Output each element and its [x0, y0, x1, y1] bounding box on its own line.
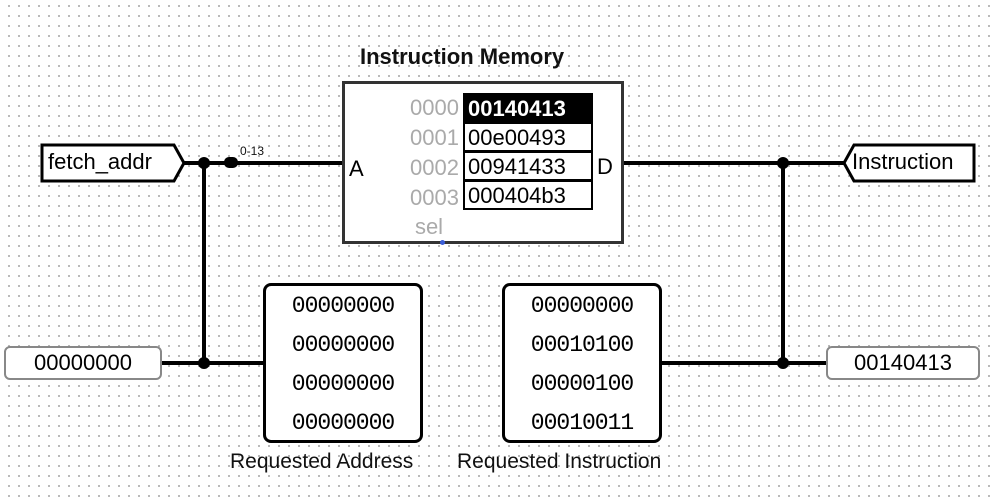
- tunnel-shape: [40, 143, 186, 183]
- memory-address: 0000: [410, 95, 459, 120]
- probe-bits-row: 00000000: [291, 293, 395, 319]
- requested-address-label: Requested Address: [230, 450, 414, 473]
- memory-title: Instruction Memory: [360, 44, 565, 69]
- requested-instruction-probe[interactable]: 00000000 00010100 00000100 00010011: [502, 283, 662, 443]
- wire-data-out: [622, 161, 850, 165]
- constant-input-left[interactable]: 00000000: [4, 346, 162, 380]
- probe-bits-row: 00000000: [530, 293, 634, 319]
- requested-instruction-label: Requested Instruction: [457, 450, 662, 473]
- splitter[interactable]: [222, 156, 242, 169]
- pin-d-label: D: [597, 154, 613, 179]
- fetch-addr-tunnel[interactable]: fetch_addr: [40, 143, 186, 183]
- probe-bits-row: 00010011: [530, 410, 634, 436]
- instruction-memory[interactable]: A D 0000 0001 0002 0003 00140413 00e0049…: [342, 81, 624, 244]
- wire-left-vertical: [202, 162, 206, 365]
- probe-bits-row: 00000000: [291, 410, 395, 436]
- probe-bits-row: 00000000: [291, 332, 395, 358]
- requested-address-probe[interactable]: 00000000 00000000 00000000 00000000: [263, 283, 423, 443]
- memory-cell[interactable]: 00941433: [463, 151, 593, 181]
- splitter-icon: [224, 157, 242, 168]
- memory-address: 0001: [410, 125, 459, 150]
- instruction-tunnel[interactable]: Instruction: [842, 143, 976, 183]
- junction-dot: [777, 357, 789, 369]
- probe-bits-row: 00010100: [530, 332, 634, 358]
- probe-bits-row: 00000000: [291, 371, 395, 397]
- memory-cell-selected[interactable]: 00140413: [463, 93, 593, 123]
- probe-bits-row: 00000100: [530, 371, 634, 397]
- tunnel-shape: [842, 143, 976, 183]
- fetch-addr-label: fetch_addr: [48, 149, 152, 174]
- sel-pin-dot: [440, 240, 445, 245]
- constant-output-right[interactable]: 00140413: [826, 346, 980, 380]
- junction-dot: [777, 157, 789, 169]
- splitter-label: 0-13: [240, 144, 265, 158]
- pin-a-label: A: [349, 156, 364, 181]
- memory-address: 0003: [410, 185, 459, 210]
- wire-fetch-addr: [182, 161, 346, 165]
- junction-dot: [198, 357, 210, 369]
- sel-label: sel: [414, 214, 444, 239]
- memory-address: 0002: [410, 155, 459, 180]
- wire-left-bottom: [160, 361, 268, 365]
- wire-right-bottom: [660, 361, 828, 365]
- memory-cell[interactable]: 00e00493: [463, 122, 593, 152]
- junction-dot: [198, 157, 210, 169]
- memory-cell[interactable]: 000404b3: [463, 180, 593, 210]
- instruction-label: Instruction: [852, 149, 954, 174]
- wire-right-vertical: [781, 162, 785, 365]
